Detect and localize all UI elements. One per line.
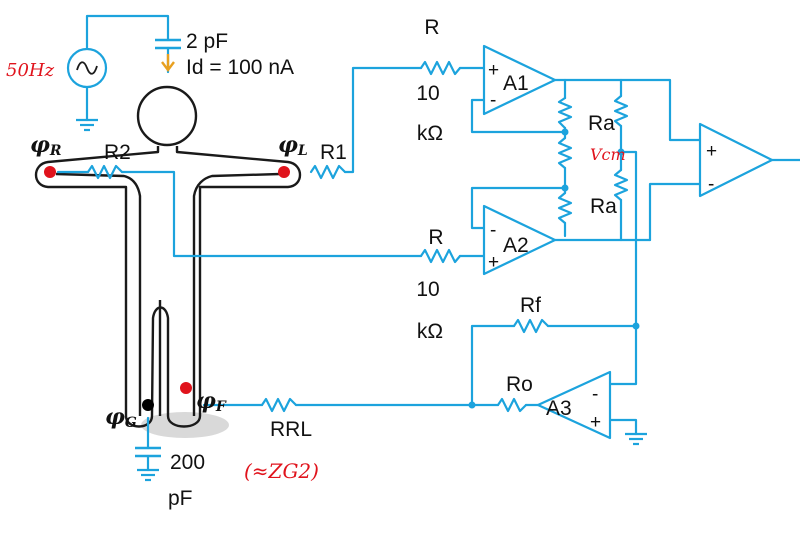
r-top-unit: kΩ xyxy=(417,122,443,145)
a1-minus-label: - xyxy=(490,90,496,111)
r-bottom-value: 10 xyxy=(416,278,439,301)
body-cap-unit: pF xyxy=(168,487,193,510)
label-r1: R1 xyxy=(320,141,347,164)
label-phi-r: φR xyxy=(30,132,62,159)
electrode-left-arm xyxy=(278,166,290,178)
r-bottom-unit: kΩ xyxy=(417,320,443,343)
a2-name-label: A2 xyxy=(503,234,529,257)
resistor-ra-upper xyxy=(613,94,629,128)
label-phi-f: φF xyxy=(196,388,227,415)
resistor-r-top xyxy=(419,60,462,76)
resistor-gain-bottom xyxy=(557,191,573,225)
wire-a2-feedback xyxy=(470,186,567,230)
ro-label: Ro xyxy=(506,373,533,396)
wire-a3-plus-ground xyxy=(600,418,638,436)
r-bottom-name: R xyxy=(428,226,443,249)
current-arrow-icon xyxy=(161,54,175,72)
resistor-r2 xyxy=(86,164,124,180)
ground-icon-body-cap xyxy=(137,468,159,482)
wire-source-top xyxy=(85,14,170,51)
resistor-r1 xyxy=(309,164,347,180)
label-phi-l: φL xyxy=(278,132,308,159)
electrode-right-arm xyxy=(44,166,56,178)
a2-minus-label: - xyxy=(490,220,496,241)
resistor-rf xyxy=(512,318,550,334)
body-cap-value: 200 xyxy=(170,451,205,474)
source-current-label: Id = 100 nA xyxy=(186,56,294,79)
junction-rrl xyxy=(468,401,476,409)
label-rrl: RRL xyxy=(270,418,312,441)
resistors xyxy=(86,60,629,413)
outamp-plus-label: + xyxy=(706,141,717,162)
ra-upper-label: Ra xyxy=(588,112,615,135)
wire-a1-feedback xyxy=(470,98,567,134)
junction-rf xyxy=(632,322,640,330)
a3-name-label: A3 xyxy=(546,397,572,420)
a1-plus-label: + xyxy=(488,60,499,81)
handwritten-rrl-note: (≈ZG2) xyxy=(244,459,319,483)
resistor-rrl xyxy=(260,397,298,413)
electrode-ground xyxy=(142,399,154,411)
a3-minus-label: - xyxy=(592,384,598,405)
wire-phir-to-r-bottom xyxy=(120,170,423,258)
opamp-a1 xyxy=(482,44,557,116)
label-phi-g: φG xyxy=(105,404,137,431)
ac-source-icon xyxy=(66,47,108,89)
source-cap-label: 2 pF xyxy=(186,30,228,53)
wire-vcm-to-a3 xyxy=(608,150,638,386)
junctions xyxy=(468,128,640,409)
handwritten-frequency: 50Hz xyxy=(6,60,55,81)
resistor-ra-lower xyxy=(613,168,629,202)
r-top-name: R xyxy=(424,16,439,39)
resistor-ro xyxy=(496,397,528,413)
foot-shadow xyxy=(141,412,229,438)
r-top-value: 10 xyxy=(416,82,439,105)
a1-name-label: A1 xyxy=(503,72,529,95)
wire-a1-out-to-ra xyxy=(563,78,623,98)
rf-label: Rf xyxy=(520,294,541,317)
wire-a1-out xyxy=(553,78,567,86)
outamp-minus-label: - xyxy=(708,174,714,195)
grounds xyxy=(76,118,647,482)
body-head xyxy=(136,85,198,147)
ground-icon-a3 xyxy=(625,432,647,446)
wire-a1-to-outamp xyxy=(619,78,702,142)
op-amps xyxy=(482,44,774,440)
junction-a1-fb xyxy=(561,128,569,136)
wiring xyxy=(56,14,800,472)
ra-lower-label: Ra xyxy=(590,195,617,218)
wire-rf-left xyxy=(470,324,516,407)
resistor-r-bottom xyxy=(419,248,462,264)
resistor-gain-mid xyxy=(557,136,573,170)
a2-plus-label: + xyxy=(488,252,499,273)
body-outline xyxy=(34,146,302,428)
ground-icon-source xyxy=(76,118,98,132)
body-inner-outline xyxy=(55,172,281,416)
resistor-gain-top xyxy=(557,96,573,130)
opamp-output xyxy=(698,122,774,198)
wire-a2-to-outamp xyxy=(648,182,702,242)
electrode-foot xyxy=(180,382,192,394)
label-r2: R2 xyxy=(104,141,131,164)
handwritten-vcm: Vcm xyxy=(590,145,626,164)
opamp-a2 xyxy=(482,204,557,276)
wire-phil-to-r-top xyxy=(343,66,423,174)
capacitors xyxy=(135,38,181,458)
junction-vcm xyxy=(617,148,625,156)
human-body xyxy=(34,85,302,428)
opamp-a3 xyxy=(536,370,612,440)
a3-plus-label: + xyxy=(590,412,601,433)
junction-a2-fb xyxy=(561,184,569,192)
